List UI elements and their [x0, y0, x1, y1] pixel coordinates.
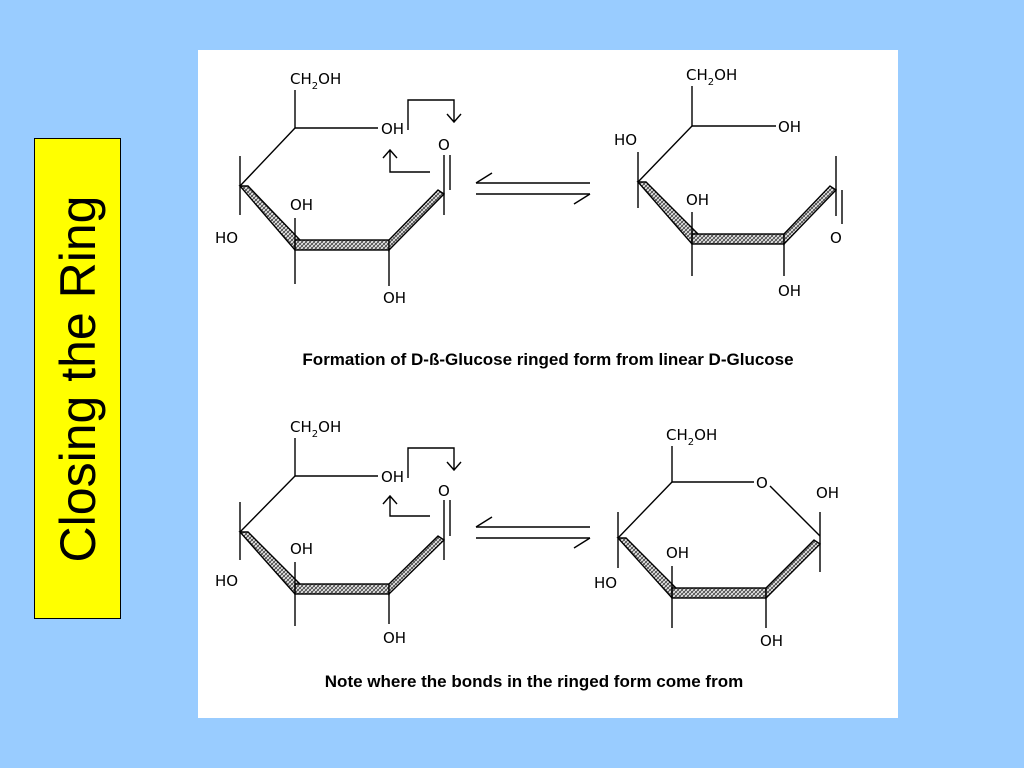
diagram-svg: CH2OH OH HO OH OH O [215, 66, 843, 691]
c1-oh-label: OH [816, 484, 839, 502]
c4-ho-label: HO [594, 574, 617, 592]
ch2oh-label: CH2OH [686, 66, 737, 88]
ch2oh-label: CH2OH [290, 418, 341, 440]
c4-ho-label: HO [215, 229, 238, 247]
c5-oh-label: OH [778, 118, 801, 136]
c4-c5-bond [239, 475, 296, 533]
c4-c5-bond [637, 125, 693, 183]
carbonyl-o-label: O [438, 136, 450, 154]
ring-wedge-right [765, 539, 822, 600]
carbonyl-o-label: O [830, 229, 842, 247]
ch2oh-label: CH2OH [666, 426, 717, 448]
beta-glucose-ring: CH2OH O OH HO OH OH [594, 426, 839, 650]
linear-glucose-bottom: CH2OH OH HO OH OH O [215, 418, 462, 647]
slide-title-box: Closing the Ring [34, 138, 121, 619]
ring-o-c1-bond [769, 485, 821, 537]
c5-oh-label: OH [381, 468, 404, 486]
ring-bottom-edge [671, 587, 767, 599]
c2-oh-label: OH [778, 282, 801, 300]
arrow-up-icon [382, 148, 430, 173]
caption-top: Formation of D-ß-Glucose ringed form fro… [302, 350, 793, 369]
ring-bottom-edge [691, 233, 785, 245]
ring-wedge-right [388, 535, 446, 596]
c2-oh-label: OH [383, 289, 406, 307]
arrow-down-icon [407, 99, 462, 130]
c4-ho-label: HO [215, 572, 238, 590]
c3-oh-label: OH [666, 544, 689, 562]
c5-ho-label: HO [614, 131, 637, 149]
c5-oh-label: OH [381, 120, 404, 138]
carbonyl-o-label: O [438, 482, 450, 500]
c3-oh-label: OH [290, 196, 313, 214]
ch2oh-label: CH2OH [290, 70, 341, 92]
linear-glucose-top: CH2OH OH HO OH OH O [215, 70, 462, 307]
equilibrium-arrows-top [475, 172, 591, 205]
c4-c5-bond [617, 481, 673, 539]
ring-wedge-right [388, 189, 446, 252]
equilibrium-arrows-bottom [475, 516, 591, 549]
ring-bottom-edge [294, 239, 390, 251]
arrow-up-icon [382, 494, 430, 517]
arrow-down-icon [407, 447, 462, 478]
rotated-glucose-top: CH2OH OH HO OH OH O [614, 66, 843, 300]
glucose-ring-diagram: CH2OH OH HO OH OH O [198, 50, 898, 718]
ring-wedge-right [783, 185, 838, 246]
c3-oh-label: OH [686, 191, 709, 209]
slide-title: Closing the Ring [49, 195, 106, 562]
c2-oh-label: OH [383, 629, 406, 647]
c4-c5-bond [239, 127, 296, 187]
c3-oh-label: OH [290, 540, 313, 558]
ring-bottom-edge [294, 583, 390, 595]
caption-bottom: Note where the bonds in the ringed form … [325, 672, 743, 691]
c2-oh-label: OH [760, 632, 783, 650]
ring-o-label: O [756, 474, 768, 492]
